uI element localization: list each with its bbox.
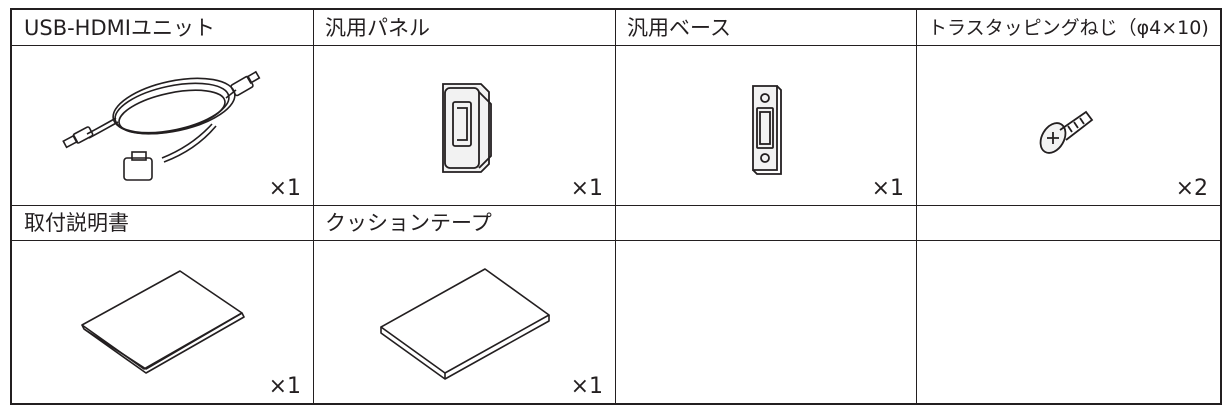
part-name: トラスタッピングねじ（φ4×10) bbox=[916, 10, 1220, 46]
column-divider bbox=[916, 10, 917, 403]
quantity: ×1 bbox=[268, 374, 301, 399]
part-name: 汎用パネル bbox=[313, 10, 615, 46]
part-name: 取付説明書 bbox=[12, 205, 313, 241]
part-name: 汎用ベース bbox=[615, 10, 916, 46]
screw-icon bbox=[1039, 110, 1094, 154]
panel-icon bbox=[442, 83, 492, 173]
general-base-illustration bbox=[615, 46, 916, 205]
quantity: ×1 bbox=[871, 176, 904, 201]
part-name bbox=[615, 205, 916, 241]
screw-illustration bbox=[916, 46, 1220, 205]
part-cell-cushion-tape: クッションテープ ×1 bbox=[313, 205, 615, 403]
empty-cell bbox=[916, 205, 1220, 403]
quantity: ×1 bbox=[570, 176, 603, 201]
cable-icon bbox=[62, 70, 261, 181]
part-cell-general-panel: 汎用パネル ×1 bbox=[313, 10, 615, 205]
part-cell-installation-manual: 取付説明書 ×1 bbox=[12, 205, 313, 403]
usb-hdmi-unit-illustration bbox=[12, 46, 313, 205]
quantity: ×1 bbox=[268, 176, 301, 201]
part-name bbox=[916, 205, 1220, 241]
general-panel-illustration bbox=[313, 46, 615, 205]
part-cell-truss-tapping-screw: トラスタッピングねじ（φ4×10) ×2 bbox=[916, 10, 1220, 205]
tape-sheet-icon bbox=[380, 268, 550, 380]
row-divider bbox=[12, 205, 1220, 206]
column-divider bbox=[313, 10, 314, 403]
parts-table: USB-HDMIユニット bbox=[10, 8, 1222, 405]
part-cell-usb-hdmi-unit: USB-HDMIユニット bbox=[12, 10, 313, 205]
booklet-icon bbox=[81, 270, 245, 374]
column-divider bbox=[615, 10, 616, 403]
part-name: USB-HDMIユニット bbox=[12, 10, 313, 46]
part-cell-general-base: 汎用ベース ×1 bbox=[615, 10, 916, 205]
base-bracket-icon bbox=[752, 85, 782, 175]
cushion-tape-illustration bbox=[313, 241, 615, 403]
empty-cell bbox=[615, 205, 916, 403]
part-name: クッションテープ bbox=[313, 205, 615, 241]
quantity: ×1 bbox=[570, 374, 603, 399]
manual-illustration bbox=[12, 241, 313, 403]
quantity: ×2 bbox=[1175, 176, 1208, 201]
